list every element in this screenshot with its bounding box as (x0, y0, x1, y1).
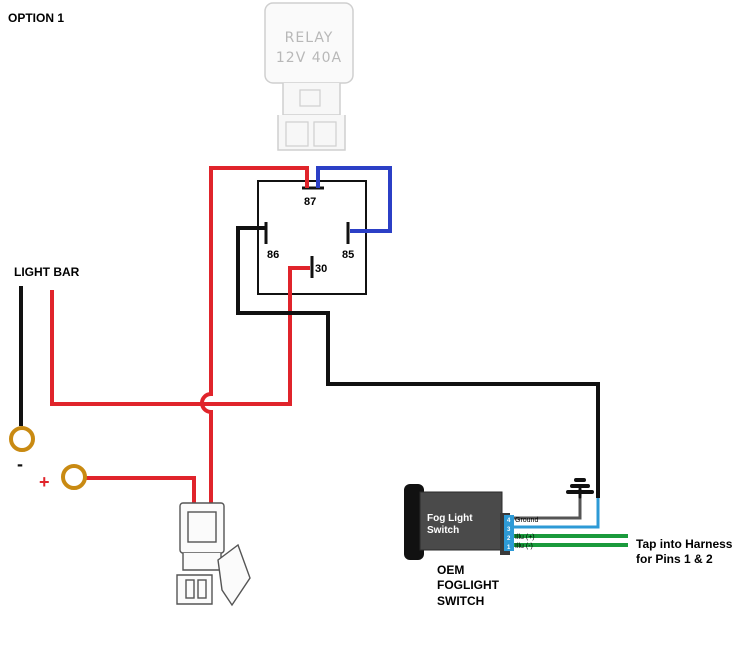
red-wire-battery-to-fuse (86, 476, 196, 503)
switch-caption-line3: SWITCH (437, 594, 484, 608)
battery-positive-ring-terminal (61, 464, 87, 490)
switch-caption-line2: FOGLIGHT (437, 578, 500, 592)
switch-wire-label-4: Ground (515, 517, 538, 524)
red-wire-30-to-lightbar (50, 266, 310, 406)
fuse-holder (176, 502, 251, 607)
switch-caption-line1: OEM (437, 563, 464, 577)
pin-label-86: 86 (267, 249, 279, 261)
diagram-title: OPTION 1 (8, 11, 64, 25)
pin-label-85: 85 (342, 249, 354, 261)
switch-face-line2: Switch (427, 525, 459, 536)
red-wire-87-to-fuse (200, 166, 309, 504)
switch-wire-label-2: Illu (+) (515, 534, 535, 541)
light-bar-label: LIGHT BAR (14, 265, 80, 279)
blue-wire (316, 166, 392, 233)
harness-tap-note-line1: Tap into Harness (636, 537, 733, 551)
pin-label-30: 30 (315, 263, 327, 275)
ground-ring-terminal (9, 426, 35, 452)
switch-pin-2: 2 (507, 536, 511, 542)
switch-pin-3: 3 (507, 527, 511, 533)
battery-plus-sign: + (39, 472, 50, 492)
harness-tap-note-line2: for Pins 1 & 2 (636, 552, 713, 566)
relay-component: RELAY 12V 40A (264, 2, 354, 151)
ground-minus-sign: - (17, 454, 23, 474)
relay-socket (257, 180, 367, 295)
black-wire-86-to-switch (236, 226, 600, 498)
switch-wire-label-1: Illu (-) (515, 543, 533, 550)
switch-face-line1: Fog Light (427, 513, 473, 524)
switch-pin-1: 1 (507, 545, 511, 551)
pin-label-87: 87 (304, 196, 316, 208)
chassis-ground-icon (566, 478, 594, 499)
relay-label-line2: 12V 40A (276, 50, 342, 66)
switch-pin-strip: 4 3 2 1 (504, 515, 514, 551)
switch-harness-wires (514, 497, 628, 547)
switch-pin-4: 4 (507, 518, 511, 524)
relay-label-line1: RELAY (285, 30, 334, 46)
